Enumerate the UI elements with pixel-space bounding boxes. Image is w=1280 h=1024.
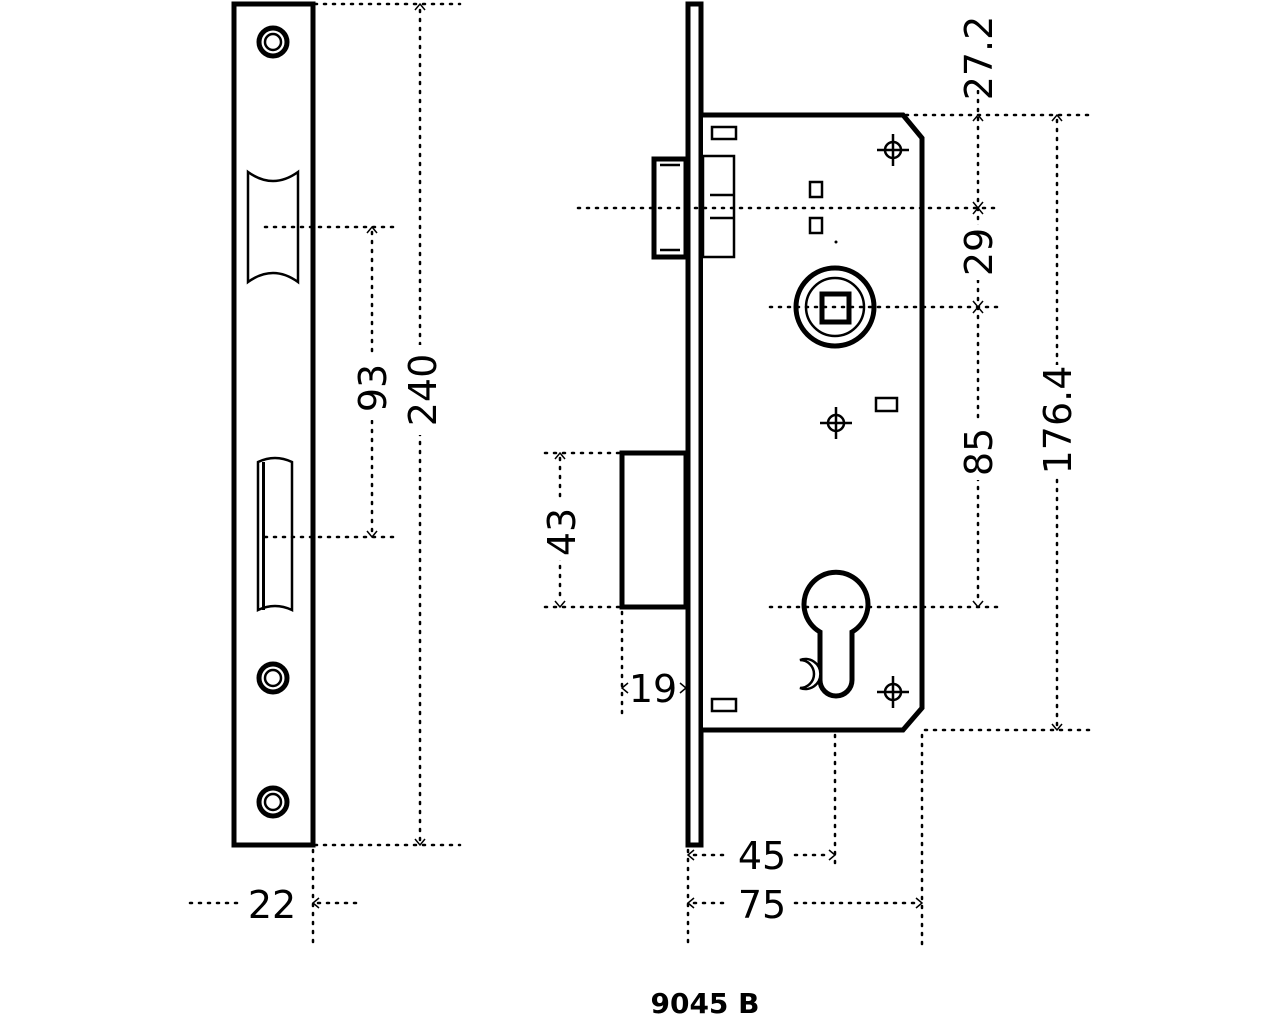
slot-small-1 xyxy=(808,180,824,199)
dimension-width-label: 22 xyxy=(248,883,296,927)
slot-bottom xyxy=(710,697,738,713)
dimension-cutout-spacing-label: 93 xyxy=(351,364,395,412)
screw-hole-bottom xyxy=(256,785,290,819)
screw-hole-middle xyxy=(256,661,290,695)
lock-dimension-lines xyxy=(543,8,1097,947)
slot-top xyxy=(710,125,738,141)
crosshair-icon xyxy=(820,134,909,708)
dimension-bolt-throw-label: 19 xyxy=(629,667,677,711)
dimension-height-label: 240 xyxy=(401,354,445,427)
lock-side-view xyxy=(619,1,925,848)
latch-housing xyxy=(701,154,736,259)
dimension-top-to-body-label: 27.2 xyxy=(957,16,1001,101)
dimension-bolt-height-label: 43 xyxy=(540,508,584,556)
slot-small-2 xyxy=(808,216,824,235)
bolt-cutout xyxy=(256,456,294,612)
faceplate-outline xyxy=(231,1,316,848)
faceplate-front-view xyxy=(231,1,316,848)
model-title: 9045 B xyxy=(650,987,759,1020)
lock-faceplate xyxy=(685,1,704,848)
faceplate-dimension-lines xyxy=(188,2,462,947)
screw-hole-top xyxy=(256,25,290,59)
dimension-latch-to-follower-label: 29 xyxy=(957,228,1001,276)
dimension-body-depth-label: 75 xyxy=(738,883,786,927)
dimension-body-height-label: 176.4 xyxy=(1036,366,1080,475)
moon-mark xyxy=(799,657,822,691)
cylinder-cutout xyxy=(801,569,871,699)
slot-right xyxy=(874,396,899,413)
dead-bolt xyxy=(619,450,689,610)
dimension-follower-to-cylinder-label: 85 xyxy=(957,428,1001,476)
dimension-backset-label: 45 xyxy=(738,834,786,878)
